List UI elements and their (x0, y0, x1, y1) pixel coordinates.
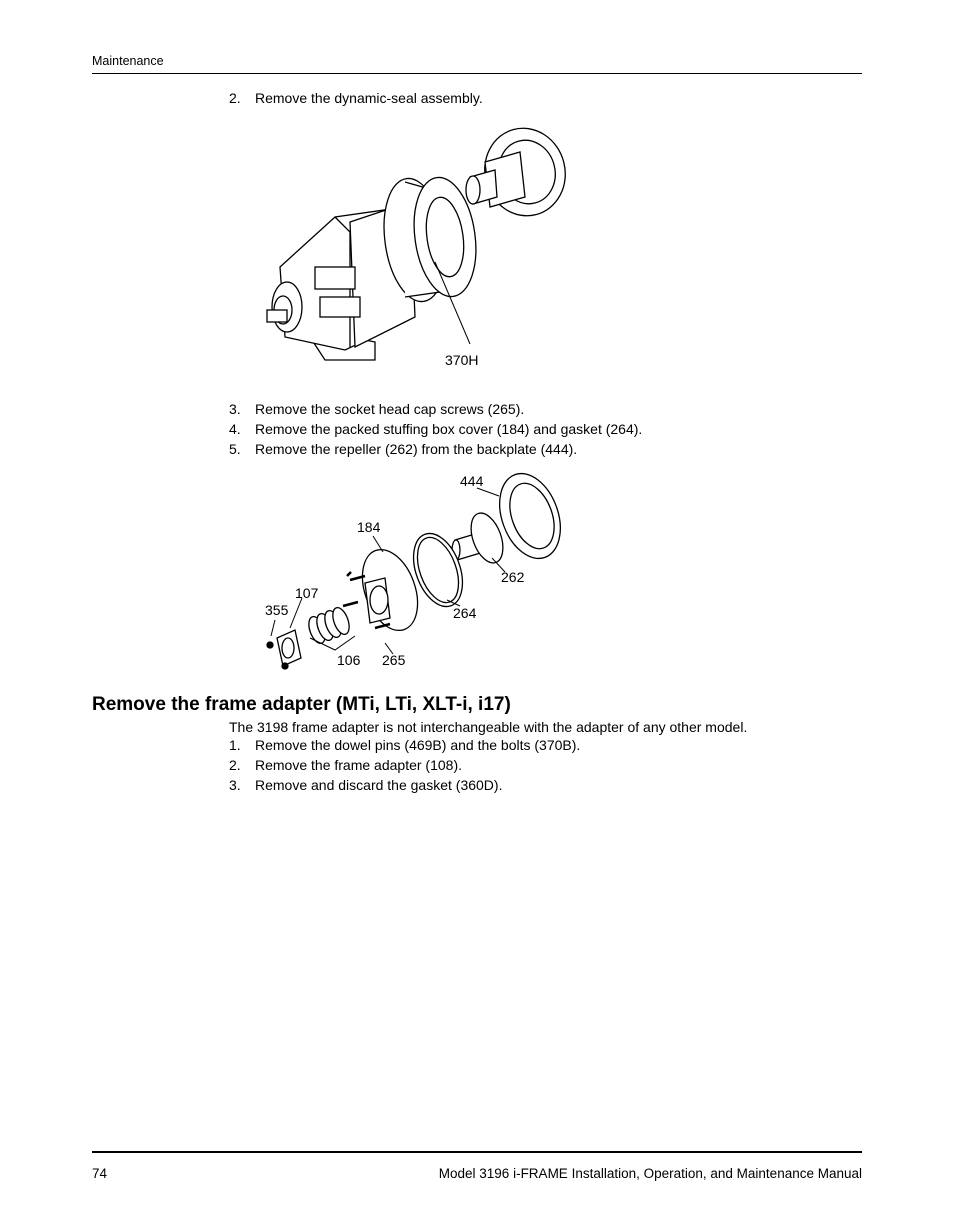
footer-rule (92, 1151, 862, 1153)
packing-ring-106 (332, 606, 350, 636)
running-header: Maintenance (92, 54, 164, 68)
screw-265 (349, 574, 366, 582)
manual-title: Model 3196 i-FRAME Installation, Operati… (438, 1166, 862, 1181)
figure-dynamic-seal-assembly: 370H (266, 127, 566, 368)
callout-264: 264 (453, 605, 477, 621)
step-number: 3. (229, 401, 241, 417)
callout-370H: 370H (445, 352, 478, 368)
figure-exploded-stuffing-box: 444 184 262 107 355 264 106 265 (265, 472, 561, 670)
step-number: 3. (229, 777, 241, 793)
leader-370H (434, 261, 471, 345)
screw-265 (342, 600, 359, 608)
callout-444: 444 (460, 473, 484, 489)
screw-265 (374, 622, 391, 630)
section-heading: Remove the frame adapter (MTi, LTi, XLT-… (92, 694, 511, 715)
step-number: 2. (229, 90, 241, 106)
callout-265: 265 (382, 652, 406, 668)
step-text: Remove the packed stuffing box cover (18… (255, 421, 643, 437)
step-text: Remove and discard the gasket (360D). (255, 777, 503, 793)
step-text: Remove the frame adapter (108). (255, 757, 462, 773)
step-number: 5. (229, 441, 241, 457)
step-number: 4. (229, 421, 241, 437)
step-text: Remove the dowel pins (469B) and the bol… (255, 737, 581, 753)
nut-355 (266, 641, 274, 649)
callout-355: 355 (265, 602, 289, 618)
frame-step-2: 2. Remove the frame adapter (108). (229, 757, 462, 773)
callout-107: 107 (295, 585, 319, 601)
step-2-remove-seal: 2. Remove the dynamic-seal assembly. (229, 90, 483, 106)
step-4: 4. Remove the packed stuffing box cover (… (229, 421, 642, 437)
step-number: 2. (229, 757, 241, 773)
frame-step-1: 1. Remove the dowel pins (469B) and the b… (229, 737, 580, 753)
section-intro: The 3198 frame adapter is not interchang… (229, 719, 748, 735)
page-number: 74 (92, 1166, 108, 1181)
callout-262: 262 (501, 569, 525, 585)
step-text: Remove the socket head cap screws (265). (255, 401, 525, 417)
callout-106: 106 (337, 652, 361, 668)
nut-355 (281, 662, 289, 670)
step-3: 3. Remove the socket head cap screws (265… (229, 401, 524, 417)
step-text: Remove the dynamic-seal assembly. (255, 90, 483, 106)
step-text: Remove the repeller (262) from the backp… (255, 441, 578, 457)
step-5: 5. Remove the repeller (262) from the bac… (229, 441, 577, 457)
nameplate (314, 266, 356, 290)
header-rule (92, 73, 862, 74)
callout-184: 184 (357, 519, 381, 535)
step-number: 1. (229, 737, 241, 753)
frame-step-3: 3. Remove and discard the gasket (360D). (229, 777, 502, 793)
